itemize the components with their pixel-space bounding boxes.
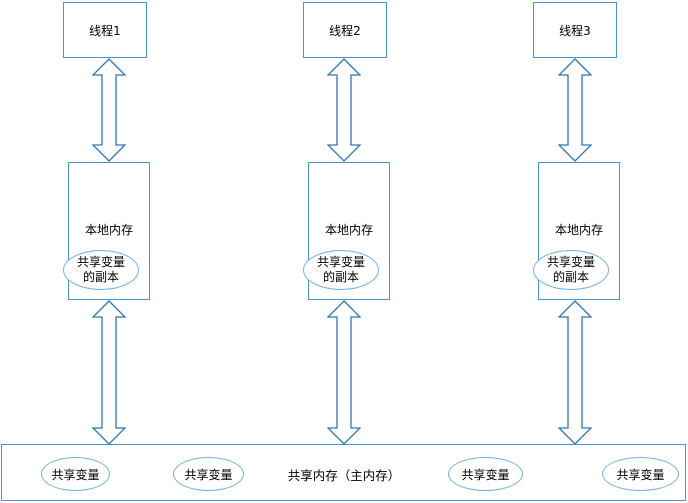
main-memory-label: 共享内存（主内存） [287, 468, 401, 483]
shared-variable-1-ellipse: 共享变量 [41, 457, 110, 491]
thread-1-label: 线程1 [89, 23, 121, 38]
shared-variable-1-label: 共享变量 [51, 467, 100, 482]
shared-variable-copy-3-ellipse: 共享变量 的副本 [533, 250, 609, 290]
local-memory-1-label: 本地内存 [84, 223, 133, 237]
bidirectional-arrow-icon [92, 58, 126, 162]
shared-variable-4-label: 共享变量 [616, 467, 665, 482]
shared-variable-copy-1-ellipse: 共享变量 的副本 [63, 250, 139, 290]
copy-3-line2: 的副本 [552, 270, 589, 284]
copy-3-line1: 共享变量 [546, 255, 595, 269]
main-memory-box: 共享变量 共享变量 共享内存（主内存） 共享变量 共享变量 [1, 444, 686, 501]
copy-1-line2: 的副本 [82, 270, 119, 284]
shared-variable-3-label: 共享变量 [461, 467, 510, 482]
thread-2-label: 线程2 [329, 23, 361, 38]
thread-3-box: 线程3 [533, 2, 617, 58]
thread-3-label: 线程3 [559, 23, 591, 38]
local-memory-2-label: 本地内存 [324, 223, 373, 237]
shared-variable-2-ellipse: 共享变量 [173, 457, 244, 491]
thread-2-box: 线程2 [303, 2, 387, 58]
bidirectional-arrow-icon [558, 58, 592, 162]
shared-variable-copy-2-ellipse: 共享变量 的副本 [303, 250, 379, 290]
local-memory-2-box: 本地内存 共享变量 的副本 [303, 162, 390, 300]
shared-variable-2-label: 共享变量 [184, 467, 233, 482]
copy-1-line1: 共享变量 [76, 255, 125, 269]
copy-2-line1: 共享变量 [316, 255, 365, 269]
shared-variable-3-ellipse: 共享变量 [448, 457, 523, 491]
bidirectional-arrow-icon [92, 300, 126, 445]
thread-1-box: 线程1 [63, 2, 147, 58]
local-memory-3-box: 本地内存 共享变量 的副本 [533, 162, 620, 300]
bidirectional-arrow-icon [327, 58, 361, 162]
copy-2-line2: 的副本 [322, 270, 359, 284]
bidirectional-arrow-icon [327, 300, 361, 445]
local-memory-1-box: 本地内存 共享变量 的副本 [63, 162, 150, 300]
shared-variable-4-ellipse: 共享变量 [602, 457, 679, 491]
bidirectional-arrow-icon [558, 300, 592, 445]
local-memory-3-label: 本地内存 [554, 223, 603, 237]
